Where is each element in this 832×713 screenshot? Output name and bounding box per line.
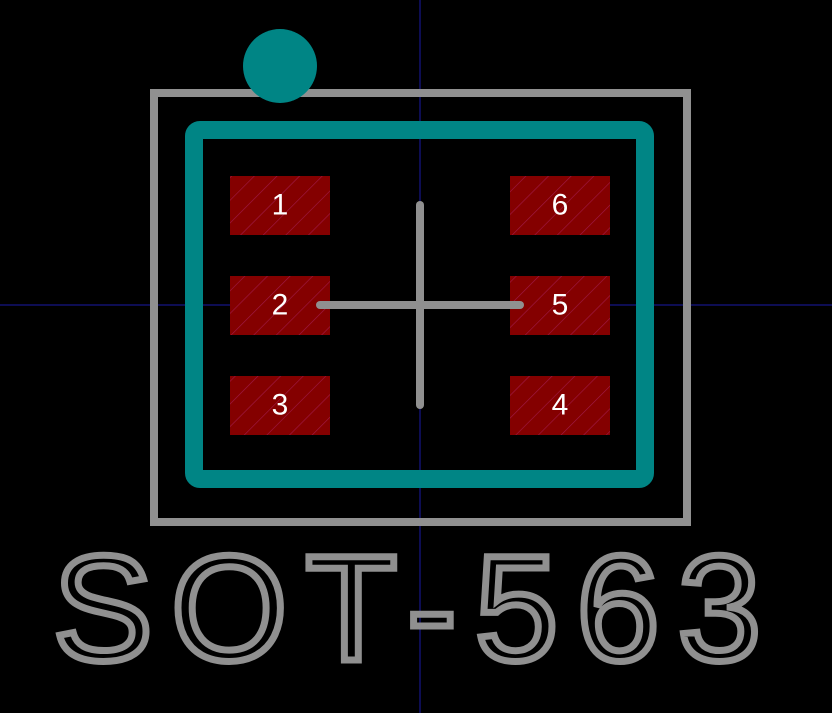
pad-group: 1 2 3 6 5 4	[230, 176, 610, 435]
pad-number: 2	[272, 289, 289, 322]
pad[interactable]: 2	[230, 276, 330, 335]
footprint-name-label: SOT-563	[53, 524, 779, 692]
courtyard-outline	[150, 89, 691, 526]
pad-number: 1	[272, 189, 289, 222]
pin1-marker	[243, 29, 317, 103]
pad[interactable]: 5	[510, 276, 610, 335]
pad-number: 6	[552, 189, 569, 222]
pad[interactable]: 3	[230, 376, 330, 435]
pad[interactable]: 4	[510, 376, 610, 435]
pad-number: 4	[552, 389, 569, 422]
pad-number: 3	[272, 389, 289, 422]
pad-number: 5	[552, 289, 569, 322]
pad[interactable]: 1	[230, 176, 330, 235]
fab-outline	[185, 121, 654, 488]
pad[interactable]: 6	[510, 176, 610, 235]
